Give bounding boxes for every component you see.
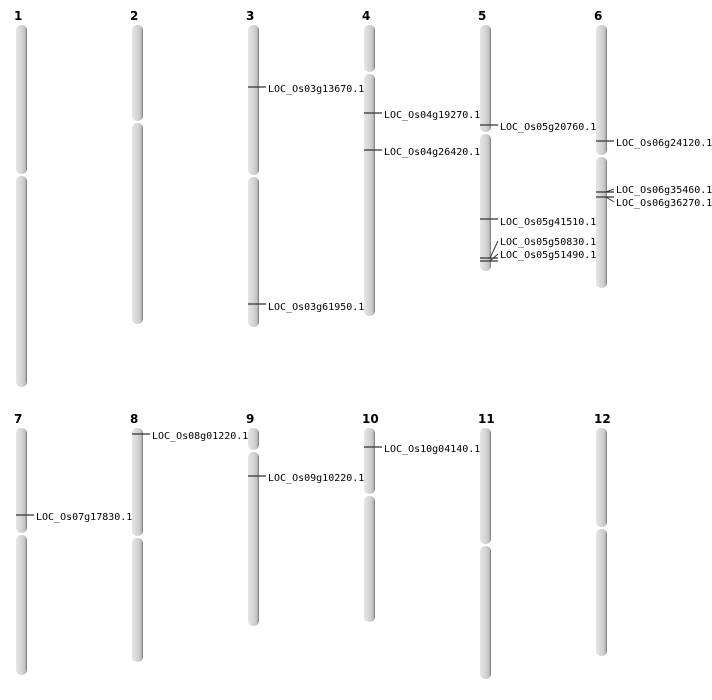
gene-label: LOC_Os03g13670.1: [268, 84, 364, 95]
chromosome-short-arm: [596, 25, 607, 155]
gene-marker: LOC_Os09g10220.1: [248, 473, 364, 484]
gene-marker: LOC_Os03g61950.1: [248, 302, 364, 313]
chromosome-number: 7: [14, 412, 22, 426]
chromosome-12: 12: [594, 412, 611, 656]
gene-marker: LOC_Os06g35460.1: [596, 185, 712, 196]
gene-marker: LOC_Os08g01220.1: [132, 431, 248, 442]
gene-label: LOC_Os03g61950.1: [268, 302, 364, 313]
chromosome-short-arm: [16, 25, 27, 174]
gene-label: LOC_Os08g01220.1: [152, 431, 248, 442]
gene-marker: LOC_Os10g04140.1: [364, 444, 480, 455]
chromosome-long-arm: [248, 177, 259, 327]
chromosome-number: 5: [478, 9, 486, 23]
chromosome-short-arm: [364, 25, 375, 72]
chromosome-short-arm: [480, 25, 491, 132]
chromosome-long-arm: [596, 157, 607, 288]
gene-marker: LOC_Os04g26420.1: [364, 147, 480, 158]
gene-label: LOC_Os07g17830.1: [36, 512, 132, 523]
chromosome-short-arm: [132, 25, 143, 121]
chromosome-long-arm: [364, 496, 375, 622]
gene-label: LOC_Os05g50830.1: [500, 237, 596, 248]
chromosome-short-arm: [596, 428, 607, 527]
chromosome-long-arm: [16, 535, 27, 675]
gene-label: LOC_Os04g19270.1: [384, 110, 480, 121]
gene-label: LOC_Os06g35460.1: [616, 185, 712, 196]
chromosome-long-arm: [132, 538, 143, 662]
gene-marker: LOC_Os05g41510.1: [480, 217, 596, 228]
gene-label: LOC_Os05g41510.1: [500, 217, 596, 228]
chromosome-short-arm: [248, 25, 259, 175]
chromosome-long-arm: [596, 529, 607, 656]
chromosome-number: 6: [594, 9, 602, 23]
gene-label: LOC_Os04g26420.1: [384, 147, 480, 158]
chromosome-2: 2: [130, 9, 143, 324]
gene-marker: LOC_Os06g36270.1: [596, 196, 712, 209]
gene-marker: LOC_Os05g20760.1: [480, 122, 596, 133]
gene-marker: LOC_Os07g17830.1: [16, 512, 132, 523]
chromosome-number: 12: [594, 412, 611, 426]
chromosome-6: 6LOC_Os06g24120.1LOC_Os06g35460.1LOC_Os0…: [594, 9, 712, 288]
chromosome-short-arm: [480, 428, 491, 544]
chromosome-short-arm: [248, 428, 259, 450]
chromosome-number: 2: [130, 9, 138, 23]
chromosome-1: 1: [14, 9, 27, 387]
marker-leader-line: [489, 253, 499, 262]
chromosome-short-arm: [16, 428, 27, 533]
gene-marker: LOC_Os05g51490.1: [480, 250, 596, 262]
gene-marker: LOC_Os05g50830.1: [480, 237, 596, 259]
chromosome-number: 10: [362, 412, 379, 426]
chromosome-5: 5LOC_Os05g20760.1LOC_Os05g41510.1LOC_Os0…: [478, 9, 596, 271]
chromosome-number: 3: [246, 9, 254, 23]
marker-leader-line: [605, 188, 615, 193]
chromosome-long-arm: [480, 134, 491, 271]
chromosome-long-arm: [16, 176, 27, 387]
chromosome-short-arm: [364, 428, 375, 494]
gene-label: LOC_Os09g10220.1: [268, 473, 364, 484]
gene-marker: LOC_Os04g19270.1: [364, 110, 480, 121]
chromosome-long-arm: [480, 546, 491, 679]
chromosome-long-arm: [248, 452, 259, 626]
chromosome-number: 1: [14, 9, 22, 23]
chromosome-number: 8: [130, 412, 138, 426]
chromosome-short-arm: [132, 428, 143, 536]
marker-leader-line: [605, 196, 615, 203]
marker-leader-line: [489, 240, 499, 259]
gene-marker: LOC_Os06g24120.1: [596, 138, 712, 149]
chromosome-long-arm: [132, 123, 143, 324]
gene-label: LOC_Os10g04140.1: [384, 444, 480, 455]
chromosome-number: 9: [246, 412, 254, 426]
chromosome-number: 11: [478, 412, 495, 426]
gene-label: LOC_Os06g24120.1: [616, 138, 712, 149]
gene-label: LOC_Os06g36270.1: [616, 198, 712, 209]
chromosome-long-arm: [364, 74, 375, 316]
chromosome-11: 11: [478, 412, 495, 679]
chromosome-number: 4: [362, 9, 370, 23]
gene-label: LOC_Os05g20760.1: [500, 122, 596, 133]
gene-marker: LOC_Os03g13670.1: [248, 84, 364, 95]
gene-label: LOC_Os05g51490.1: [500, 250, 596, 261]
